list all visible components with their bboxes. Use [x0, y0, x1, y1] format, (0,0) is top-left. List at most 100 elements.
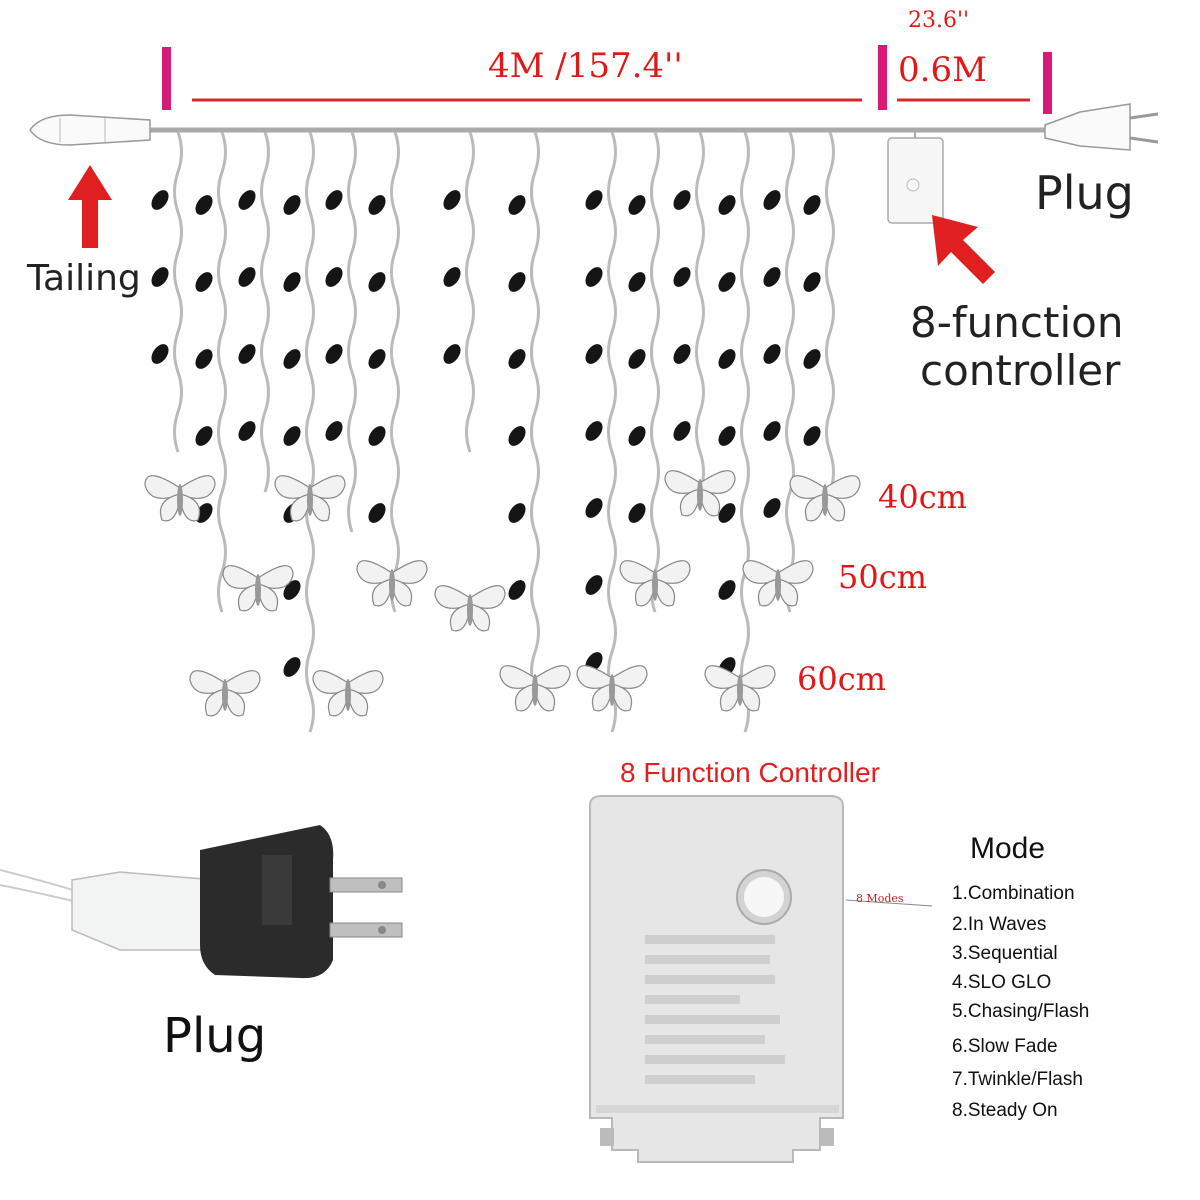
- drop-length-50: 50cm: [838, 558, 927, 596]
- strand-wire: [347, 131, 357, 533]
- mode-item-8: 8.Steady On: [952, 1100, 1058, 1121]
- bulb-icon: [718, 426, 736, 446]
- bulb-icon: [718, 195, 736, 215]
- bulb-icon: [195, 195, 213, 215]
- plug-connector-top: [1044, 103, 1159, 151]
- bulb-icon: [628, 272, 646, 292]
- bulb-icon: [325, 267, 343, 287]
- bulb-icon: [763, 267, 781, 287]
- butterfly-ornaments: [144, 470, 861, 717]
- bulb-icon: [585, 498, 603, 518]
- bulb-icon: [508, 349, 526, 369]
- butterfly-icon: [189, 670, 261, 717]
- controller-label-line2: controller: [920, 346, 1121, 395]
- bulb-icon: [508, 426, 526, 446]
- arrow-up-icon: [68, 165, 112, 248]
- strand-wire: [260, 131, 270, 493]
- strand-wire: [390, 131, 400, 613]
- bulb-icon: [325, 190, 343, 210]
- bulb-icon: [151, 267, 169, 287]
- bulb-icon: [803, 349, 821, 369]
- mode-item-2: 2.In Waves: [952, 914, 1047, 935]
- strand-wire: [607, 131, 617, 733]
- controller-box-small: [887, 130, 944, 224]
- bulb-icon: [283, 195, 301, 215]
- lead-length-inches: 23.6'': [908, 8, 970, 33]
- bulb-icon: [763, 421, 781, 441]
- bulb-icon: [718, 503, 736, 523]
- mode-item-7: 7.Twinkle/Flash: [952, 1069, 1083, 1090]
- butterfly-icon: [664, 470, 736, 517]
- strand-wire: [650, 131, 660, 613]
- bulb-icon: [238, 190, 256, 210]
- mode-item-3: 3.Sequential: [952, 943, 1058, 964]
- bulb-icon: [803, 195, 821, 215]
- bulb-icon: [151, 344, 169, 364]
- butterfly-icon: [789, 475, 861, 522]
- dimension-marker-right: [1043, 52, 1052, 114]
- dimension-marker-middle: [878, 45, 887, 110]
- bulb-icon: [238, 344, 256, 364]
- butterfly-icon: [434, 585, 506, 632]
- bulb-icon: [195, 503, 213, 523]
- strand-wire: [465, 131, 475, 453]
- butterfly-icon: [222, 565, 294, 612]
- bulb-icon: [368, 349, 386, 369]
- bulb-icon: [673, 190, 691, 210]
- lead-length-meters: 0.6M: [898, 50, 987, 90]
- butterfly-icon: [274, 475, 346, 522]
- bulb-icon: [443, 267, 461, 287]
- butterfly-icon: [144, 475, 216, 522]
- bulb-icon: [195, 426, 213, 446]
- bulb-icon: [195, 349, 213, 369]
- bulb-icon: [673, 344, 691, 364]
- plug-bottom-label: Plug: [163, 1008, 267, 1064]
- bulb-icon: [283, 349, 301, 369]
- total-length-label: 4M /157.4'': [488, 46, 683, 86]
- bulb-icon: [628, 426, 646, 446]
- butterfly-icon: [312, 670, 384, 717]
- bulb-icon: [673, 421, 691, 441]
- bulb-icon: [585, 421, 603, 441]
- butterfly-icon: [356, 560, 428, 607]
- bulb-icon: [585, 267, 603, 287]
- strand-wire: [695, 131, 705, 493]
- bulb-icon: [325, 344, 343, 364]
- arrow-diagonal-icon: [932, 215, 995, 284]
- bulb-icon: [585, 575, 603, 595]
- controller-title: 8 Function Controller: [620, 757, 880, 788]
- bulb-icon: [368, 426, 386, 446]
- bulb-icon: [443, 344, 461, 364]
- butterfly-icon: [499, 665, 571, 712]
- bulb-icon: [238, 421, 256, 441]
- strand-wire: [217, 131, 227, 613]
- bulb-icon: [283, 657, 301, 677]
- bulb-icon: [763, 498, 781, 518]
- strand-wire: [530, 131, 540, 693]
- drop-length-40: 40cm: [878, 478, 967, 516]
- strand-wire: [785, 131, 795, 613]
- modes-pointer-label: 8 Modes: [856, 892, 904, 905]
- strand-wire: [740, 131, 750, 733]
- bulb-icon: [803, 272, 821, 292]
- bulb-icon: [508, 272, 526, 292]
- bulb-icon: [238, 267, 256, 287]
- plug-top-label: Plug: [1035, 166, 1134, 220]
- bulb-icon: [718, 580, 736, 600]
- bulb-icon: [443, 190, 461, 210]
- bulb-icon: [508, 580, 526, 600]
- butterfly-icon: [576, 665, 648, 712]
- butterfly-icon: [704, 665, 776, 712]
- bulb-icon: [195, 272, 213, 292]
- mode-heading: Mode: [970, 832, 1046, 865]
- bulb-icon: [368, 503, 386, 523]
- bulb-icon: [628, 349, 646, 369]
- bulb-icon: [325, 421, 343, 441]
- bulb-icon: [368, 195, 386, 215]
- bulb-icon: [628, 503, 646, 523]
- bulb-icon: [763, 344, 781, 364]
- strand-wire: [305, 131, 315, 733]
- drop-length-60: 60cm: [797, 660, 886, 698]
- mode-item-5: 5.Chasing/Flash: [952, 1001, 1090, 1022]
